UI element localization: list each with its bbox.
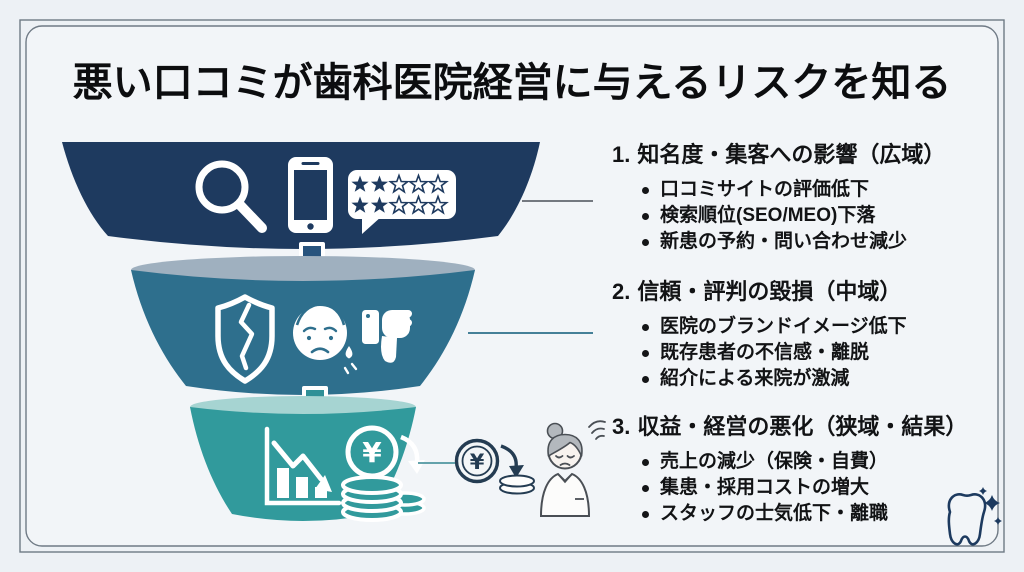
yen-coin-stack-icon: ¥ bbox=[341, 425, 426, 522]
bullet-item: 新患の予約・問い合わせ減少 bbox=[612, 229, 1014, 255]
section-1: 1.知名度・集客への影響（広域） 口コミサイトの評価低下 検索順位(SEO/ME… bbox=[612, 142, 1014, 255]
bullet-text: 新患の予約・問い合わせ減少 bbox=[660, 231, 908, 252]
thumbs-down-icon bbox=[362, 310, 412, 363]
section-2-number: 2. bbox=[612, 279, 631, 304]
smartphone-icon bbox=[288, 157, 333, 233]
money-loss-arrow-icon bbox=[500, 444, 524, 478]
bullet-dot bbox=[642, 484, 649, 492]
declining-chart-icon bbox=[264, 426, 342, 506]
money-loss-illustration: ¥ bbox=[454, 420, 606, 517]
section-2: 2.信頼・評判の毀損（中域） 医院のブランドイメージ低下 既存患者の不信感・離脱… bbox=[612, 279, 1014, 392]
bullet-dot bbox=[642, 186, 649, 194]
bullet-item: 既存患者の不信感・離脱 bbox=[612, 340, 1014, 366]
bullet-dot bbox=[642, 375, 649, 383]
section-1-number: 1. bbox=[612, 142, 631, 167]
bullet-text: 口コミサイトの評価低下 bbox=[660, 179, 870, 200]
section-2-heading: 2.信頼・評判の毀損（中域） bbox=[612, 279, 1014, 305]
section-3-number: 3. bbox=[612, 414, 631, 439]
bullet-dot bbox=[642, 458, 649, 466]
review-bubble-icon bbox=[348, 170, 456, 234]
bullet-dot bbox=[642, 510, 649, 518]
sigh-icon bbox=[588, 420, 606, 440]
bullet-text: 売上の減少（保険・自費） bbox=[660, 451, 889, 472]
bullet-text: 集患・採用コストの増大 bbox=[660, 477, 870, 498]
funnel-level-1 bbox=[62, 142, 540, 249]
bullet-dot bbox=[642, 323, 649, 331]
svg-text:¥: ¥ bbox=[470, 450, 485, 474]
bullet-dot bbox=[642, 349, 649, 357]
worried-face-icon bbox=[293, 302, 358, 375]
bullet-item: 売上の減少（保険・自費） bbox=[612, 449, 1014, 475]
section-1-heading-text: 知名度・集客への影響（広域） bbox=[637, 142, 946, 167]
worried-staff-icon bbox=[539, 422, 591, 517]
bullet-item: 集患・採用コストの増大 bbox=[612, 475, 1014, 501]
magnifier-icon bbox=[195, 160, 267, 233]
yen-coin-icon: ¥ bbox=[454, 438, 500, 484]
section-3-bullets: 売上の減少（保険・自費） 集患・採用コストの増大 スタッフの士気低下・離職 bbox=[612, 449, 1014, 527]
tooth-sparkle-icon bbox=[947, 487, 1002, 546]
bullet-item: 検索順位(SEO/MEO)下落 bbox=[612, 203, 1014, 229]
section-1-bullets: 口コミサイトの評価低下 検索順位(SEO/MEO)下落 新患の予約・問い合わせ減… bbox=[612, 177, 1014, 255]
bullet-dot bbox=[642, 212, 649, 220]
bullet-item: 医院のブランドイメージ低下 bbox=[612, 314, 1014, 340]
bullet-dot bbox=[642, 238, 649, 246]
broken-shield-icon bbox=[215, 294, 275, 384]
main-title: 悪い口コミが歯科医院経営に与えるリスクを知る bbox=[72, 61, 952, 105]
bullet-text: スタッフの士気低下・離職 bbox=[660, 503, 889, 524]
bullet-item: 口コミサイトの評価低下 bbox=[612, 177, 1014, 203]
section-1-heading: 1.知名度・集客への影響（広域） bbox=[612, 142, 1014, 168]
funnel-level-3: ¥ bbox=[190, 396, 426, 522]
section-3-heading: 3.収益・経営の悪化（狭域・結果） bbox=[612, 414, 1014, 440]
section-2-heading-text: 信頼・評判の毀損（中域） bbox=[637, 279, 902, 304]
funnel-level-2 bbox=[131, 256, 475, 395]
section-3: 3.収益・経営の悪化（狭域・結果） 売上の減少（保険・自費） 集患・採用コストの… bbox=[612, 414, 1014, 527]
svg-text:¥: ¥ bbox=[362, 436, 382, 469]
coin-stack-icon bbox=[499, 474, 535, 495]
bullet-text: 既存患者の不信感・離脱 bbox=[660, 342, 870, 363]
bullet-text: 紹介による来院が激減 bbox=[660, 368, 850, 389]
bullet-item: スタッフの士気低下・離職 bbox=[612, 501, 1014, 527]
bullet-item: 紹介による来院が激減 bbox=[612, 366, 1014, 392]
section-2-bullets: 医院のブランドイメージ低下 既存患者の不信感・離脱 紹介による来院が激減 bbox=[612, 314, 1014, 392]
section-3-heading-text: 収益・経営の悪化（狭域・結果） bbox=[637, 414, 968, 439]
bullet-text: 検索順位(SEO/MEO)下落 bbox=[660, 205, 876, 226]
bullet-text: 医院のブランドイメージ低下 bbox=[660, 316, 907, 337]
